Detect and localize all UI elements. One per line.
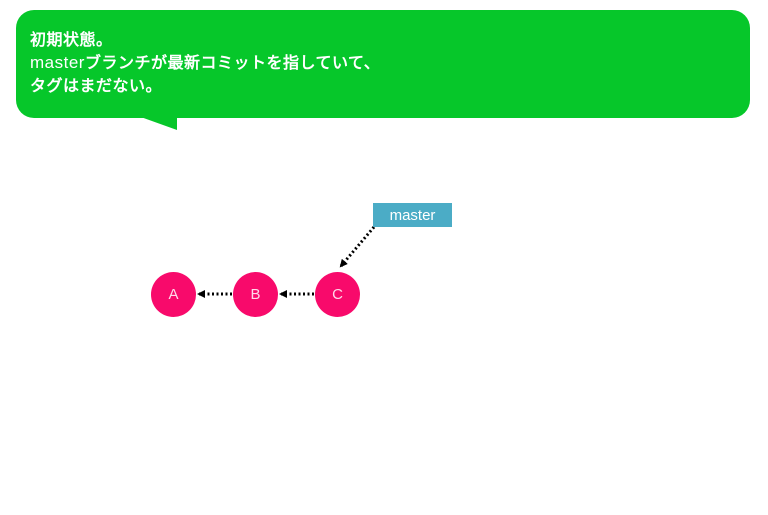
commit-node-c: C [315, 272, 360, 317]
commit-label-c: C [332, 286, 343, 303]
branch-label-text: master [389, 206, 436, 224]
callout-line-2-latin: master [30, 53, 85, 72]
branch-label-master: master [373, 203, 452, 227]
callout-line-2: masterブランチが最新コミットを指していて、 [30, 51, 736, 74]
callout-line-2-text: ブランチが最新コミットを指していて、 [84, 53, 381, 72]
commit-label-b: B [250, 286, 261, 303]
commit-label-a: A [168, 286, 179, 303]
callout-line-3: タグはまだない。 [30, 74, 736, 97]
callout-line-1-text: 初期状態。 [30, 30, 113, 49]
explanation-callout: 初期状態。 masterブランチが最新コミットを指していて、 タグはまだない。 [16, 10, 750, 118]
commit-node-a: A [151, 272, 196, 317]
commit-node-b: B [233, 272, 278, 317]
edge-master-to-c-arrow [339, 226, 376, 268]
callout-line-3-text: タグはまだない。 [30, 76, 163, 95]
callout-line-1: 初期状態。 [30, 28, 736, 51]
